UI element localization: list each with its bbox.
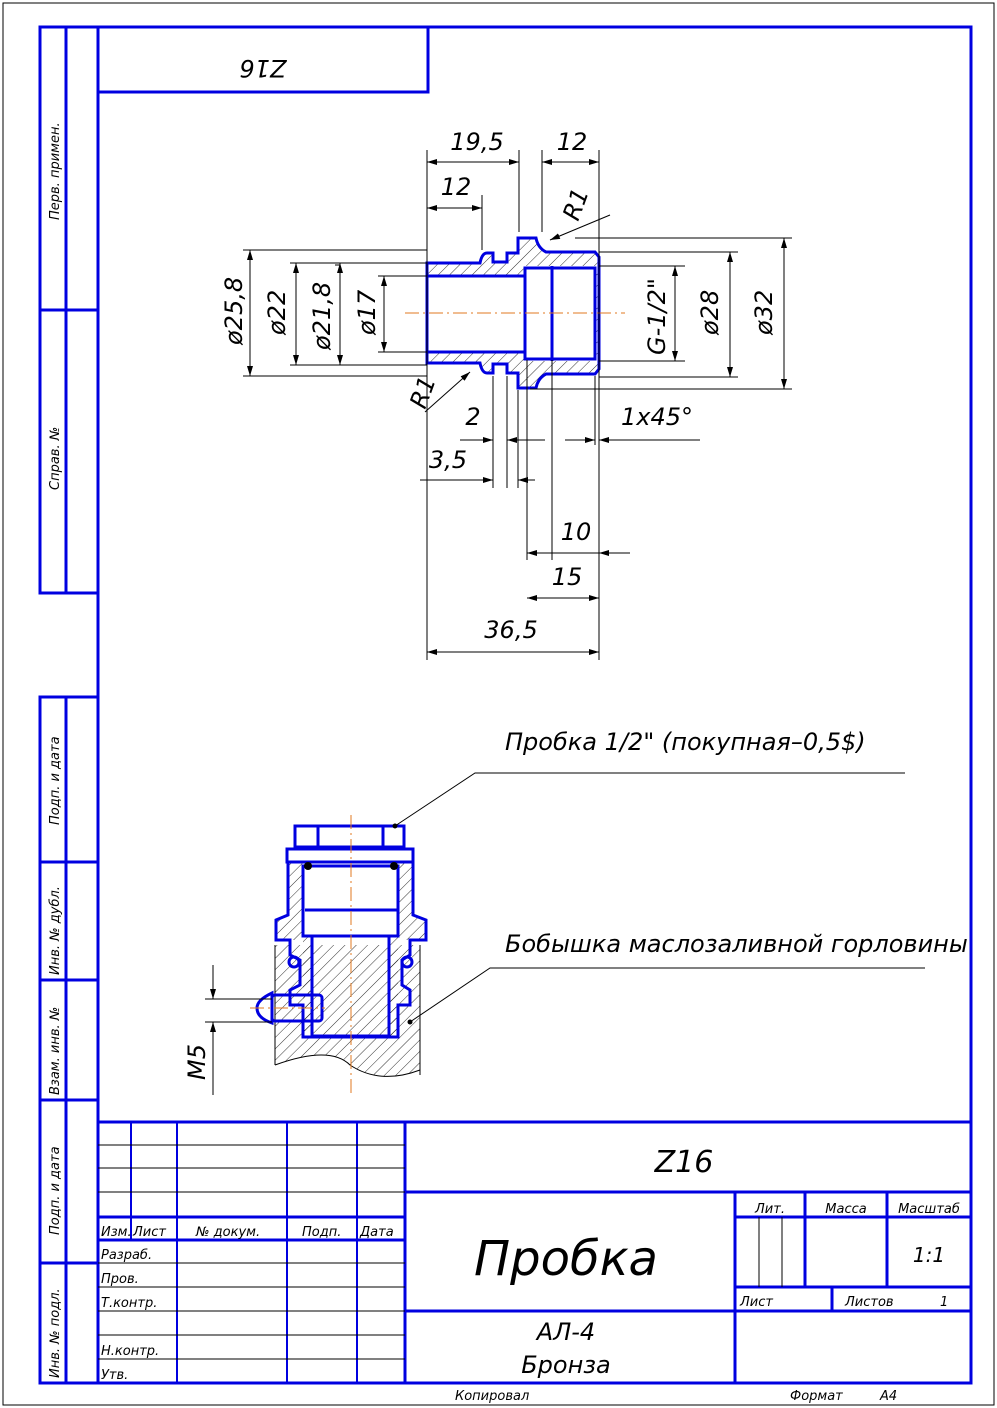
dim-dia-25-8: ø25,8 (220, 277, 248, 346)
dim-m5: M5 (183, 1044, 211, 1080)
dim-12-left: 12 (441, 173, 472, 201)
dim-thread-g-1-2: G-1/2" (643, 278, 671, 355)
side-label-replace-inv: Взам. инв. № (48, 1007, 63, 1095)
assembly-section-view: M5 (183, 815, 428, 1095)
lit-label: Лит. (754, 1202, 785, 1217)
sheets-value: 1 (940, 1295, 948, 1310)
side-label-sign-date-1: Подп. и дата (48, 736, 63, 825)
dim-36-5: 36,5 (484, 616, 537, 644)
dim-dia-21-8: ø21,8 (308, 282, 336, 351)
header-sheet: Лист (132, 1225, 166, 1240)
title-block: Изм. Лист № докум. Подп. Дата Разраб. Пр… (96, 1120, 973, 1404)
sheets-label: Листов (844, 1295, 894, 1310)
header-doc-no: № докум. (195, 1225, 260, 1240)
header-signature: Подп. (302, 1225, 341, 1240)
mass-label: Масса (825, 1202, 866, 1217)
dim-chamfer: 1x45° (621, 403, 693, 431)
top-stamp-text: Z16 (240, 54, 288, 82)
side-label-ref-no: Справ. № (48, 427, 63, 490)
side-label-dup-inv: Инв. № дубл. (48, 886, 63, 975)
dim-15: 15 (552, 563, 583, 591)
scale-value: 1:1 (913, 1243, 945, 1267)
part-section-view (405, 236, 625, 390)
header-change: Изм. (101, 1225, 132, 1240)
dim-r1-top: R1 (557, 184, 594, 224)
dimensions: 19,5 12 12 R1 R1 ø25,8 ø22 ø21,8 ø17 G-1… (220, 128, 792, 660)
role-tech-control: Т.контр. (101, 1296, 157, 1311)
dim-3-5: 3,5 (429, 446, 467, 474)
side-label-first-use: Перв. примен. (48, 122, 63, 220)
dim-2: 2 (465, 403, 480, 431)
dim-dia-22: ø22 (263, 290, 291, 336)
role-approved: Утв. (101, 1368, 128, 1383)
copied-label: Копировал (455, 1389, 529, 1404)
designation: Z16 (654, 1145, 714, 1180)
callouts: Пробка 1/2" (покупная–0,5$) Бобышка масл… (392, 728, 968, 1025)
sheet-label: Лист (739, 1295, 773, 1310)
role-checker: Пров. (101, 1272, 139, 1287)
dim-dia-28: ø28 (696, 290, 724, 336)
part-name: Пробка (474, 1231, 658, 1287)
dim-19-5: 19,5 (450, 128, 503, 156)
material-grade: АЛ-4 (535, 1318, 595, 1346)
side-label-sign-date-2: Подп. и дата (48, 1146, 63, 1235)
material-name: Бронза (521, 1351, 611, 1379)
side-label-orig-inv: Инв. № подл. (48, 1288, 63, 1378)
callout-plug: Пробка 1/2" (покупная–0,5$) (505, 728, 866, 756)
dim-r1-bottom: R1 (404, 372, 441, 412)
drawing-frame (96, 25, 973, 1385)
dim-12-top: 12 (557, 128, 588, 156)
format-value: A4 (879, 1389, 897, 1404)
side-strip: Перв. примен. Справ. № Подп. и дата Инв.… (38, 25, 100, 1385)
callout-boss: Бобышка маслозаливной горловины (505, 930, 968, 958)
dim-dia-32: ø32 (750, 290, 778, 336)
dim-10: 10 (561, 518, 592, 546)
scale-label: Масштаб (898, 1202, 960, 1217)
role-developer: Разраб. (101, 1248, 152, 1263)
header-date: Дата (359, 1225, 394, 1240)
dim-dia-17: ø17 (353, 289, 381, 336)
format-label: Формат (790, 1389, 843, 1404)
role-norm-control: Н.контр. (101, 1344, 159, 1359)
